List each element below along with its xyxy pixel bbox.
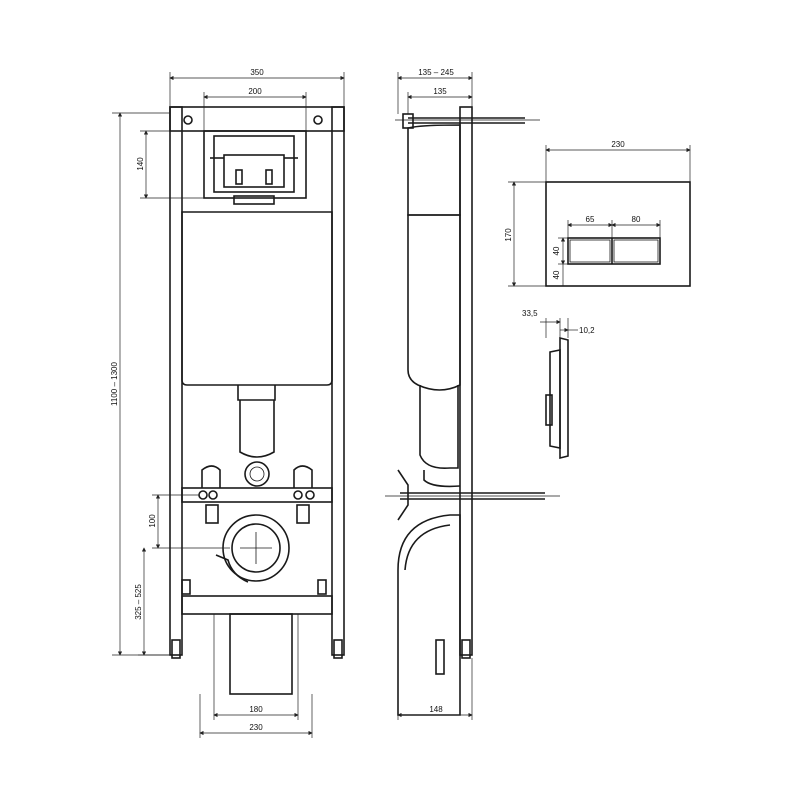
left-flush-button	[569, 239, 611, 263]
bottom-crossbar	[181, 595, 333, 615]
button-frame	[567, 237, 661, 265]
flush-pipe	[239, 400, 275, 458]
bracket-inner	[213, 135, 295, 193]
dim-lower-button-height: 40	[552, 270, 561, 279]
dim-depth-min: 135	[433, 87, 447, 96]
dim-plate-height: 170	[504, 228, 513, 242]
front-dimensions: 350 200 140 1100 – 1300 100 325 – 525 18…	[110, 68, 345, 738]
dim-bracket-height: 140	[136, 157, 145, 171]
top-anchor	[402, 113, 414, 129]
right-ear	[293, 465, 313, 488]
side-frame	[459, 106, 473, 656]
side-drain	[397, 514, 461, 716]
flush-plate	[545, 181, 691, 287]
right-foot	[333, 639, 343, 659]
left-bolt-bracket	[205, 504, 219, 524]
top-crossbar	[169, 106, 345, 132]
side-drain-fitting	[435, 639, 445, 675]
side-view	[385, 106, 560, 716]
flush-bracket	[203, 130, 307, 199]
pipe-coupling	[244, 461, 270, 487]
left-foot	[171, 639, 181, 659]
flush-pipe-top	[237, 385, 276, 401]
side-foot	[461, 639, 471, 659]
plate-side-button	[549, 349, 561, 449]
plate-side-profile	[559, 336, 569, 460]
bracket-plate	[223, 154, 285, 188]
flush-plate-front	[545, 181, 691, 287]
dim-base-depth: 148	[429, 705, 443, 714]
dim-total-height: 1100 – 1300	[110, 362, 119, 406]
dim-plate-depth: 33,5	[522, 309, 538, 318]
plate-side-dimensions: 33,5 10,2	[522, 309, 595, 338]
flush-plate-side	[545, 336, 569, 460]
dim-top-opening: 200	[248, 87, 262, 96]
left-ear	[201, 465, 221, 488]
dim-frame-width: 350	[250, 68, 264, 77]
dim-right-button: 80	[632, 215, 641, 224]
dim-plate-width: 230	[611, 140, 625, 149]
lower-crossbar	[181, 487, 333, 503]
dim-base-width: 230	[249, 723, 263, 732]
dim-upper-button-height: 40	[552, 246, 561, 255]
dim-plate-thickness: 10,2	[579, 326, 595, 335]
front-view	[169, 106, 345, 695]
side-tank-upper	[407, 124, 461, 216]
cistern-tank	[181, 211, 333, 386]
drain-pipe	[229, 613, 293, 695]
left-upright	[169, 106, 183, 656]
dim-bolt-offset: 100	[148, 514, 157, 528]
right-bolt-bracket	[296, 504, 310, 524]
side-dimensions: 135 – 245 135 148	[397, 68, 473, 720]
right-upright	[331, 106, 345, 656]
top-right-hole	[313, 115, 323, 125]
top-left-hole	[183, 115, 193, 125]
dim-drain-height: 325 – 525	[134, 584, 143, 620]
wall-bracket	[397, 469, 409, 521]
dim-depth-range: 135 – 245	[418, 68, 454, 77]
plate-dimensions: 230 170 65 80 40 40	[504, 140, 691, 287]
side-tank-lower	[407, 214, 461, 391]
dim-left-button: 65	[586, 215, 595, 224]
bracket-clip	[233, 195, 275, 205]
right-flush-button	[613, 239, 659, 263]
dim-pipe-width: 180	[249, 705, 263, 714]
